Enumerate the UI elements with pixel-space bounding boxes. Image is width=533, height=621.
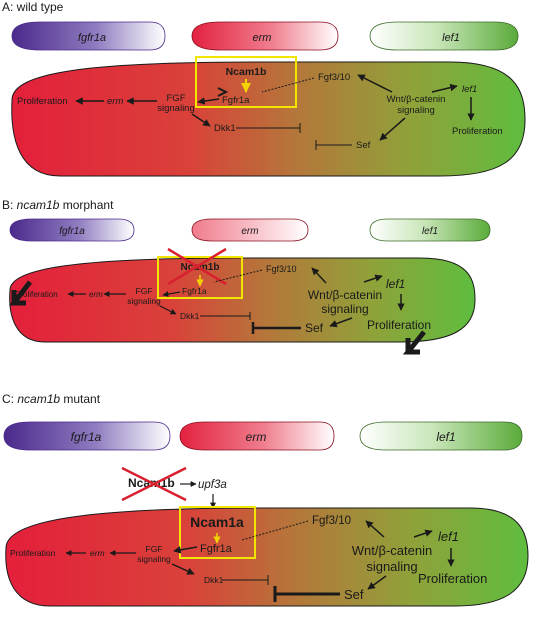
panel-c-arrow-wnt-fgf bbox=[365, 520, 385, 538]
panel-a-proliferation-left: Proliferation bbox=[17, 96, 68, 107]
panel-b-fgfr1a: Fgfr1a bbox=[182, 286, 207, 296]
panel-c-title: C: ncam1b mutant bbox=[2, 392, 101, 406]
erm-domain bbox=[179, 421, 335, 451]
panel-b-wnt-2: signaling bbox=[321, 302, 368, 316]
panel-b-arrow-fgf-dkk bbox=[159, 305, 177, 315]
panel-b-big-down-arrow-left bbox=[8, 280, 32, 306]
panel-a-ncam1b: Ncam1b bbox=[226, 66, 267, 78]
panel-a-arrow-fgfr-fgf bbox=[197, 97, 220, 105]
fgfr1a-domain-label: fgfr1a bbox=[59, 226, 85, 237]
panel-a-lef1: lef1 bbox=[462, 84, 477, 95]
panel-b-lef1: lef1 bbox=[386, 277, 405, 291]
panel-c-cross-stroke-2 bbox=[121, 466, 187, 502]
fgfr1a-domain bbox=[3, 421, 171, 451]
panel-b-primordium bbox=[9, 257, 476, 343]
lef1-domain bbox=[369, 218, 491, 242]
erm-domain bbox=[191, 21, 339, 51]
panel-b-wnt-1: Wnt/β-catenin bbox=[308, 288, 382, 302]
erm-domain-label: erm bbox=[246, 430, 267, 444]
panel-b-arrow-wnt-fgf bbox=[311, 267, 327, 284]
panel-b-proliferation-left: Proliferation bbox=[15, 290, 58, 299]
panel-c-wnt-2: signaling bbox=[366, 559, 417, 574]
panel-a-fgf-signaling-1: FGF bbox=[167, 93, 186, 104]
panel-a-fgf-signaling-2: signaling bbox=[157, 103, 195, 114]
panel-c-fgf3-10: Fgf3/10 bbox=[312, 515, 351, 527]
panel-c-ncam1a: Ncam1a bbox=[190, 514, 244, 530]
fgfr1a-domain bbox=[11, 21, 166, 51]
panel-c-arrow-wnt-lef bbox=[413, 529, 433, 538]
panel-c-proliferation-left: Proliferation bbox=[10, 548, 56, 558]
panel-a-proliferation-right: Proliferation bbox=[452, 126, 503, 137]
panel-a-arrow-wnt-sef bbox=[379, 117, 406, 141]
panel-b-erm: erm bbox=[89, 290, 103, 299]
panel-b-cross-stroke-2 bbox=[167, 247, 227, 286]
panel-c-fgf-signaling-1: FGF bbox=[146, 544, 163, 554]
panel-c-lef1: lef1 bbox=[438, 529, 459, 544]
panel-c-arrow-fgfr-fgf bbox=[173, 546, 198, 554]
lef1-domain-label: lef1 bbox=[436, 430, 455, 444]
fgfr1a-domain bbox=[9, 218, 135, 242]
panel-b-title: B: ncam1b morphant bbox=[2, 198, 114, 212]
panel-a-arrow-fgf-dkk bbox=[191, 113, 211, 127]
panel-b-fgf-signaling-1: FGF bbox=[136, 286, 153, 296]
lef1-domain-label: lef1 bbox=[422, 226, 438, 237]
panel-b: B: ncam1b morphant fgfr1a erm lef1 Ncam1… bbox=[2, 198, 491, 355]
fgfr1a-domain-label: fgfr1a bbox=[78, 32, 106, 44]
panel-c-arrow-fgf-dkk bbox=[171, 563, 195, 575]
panel-b-receptor-box bbox=[157, 256, 243, 299]
panel-c-arrow-wnt-sef bbox=[367, 575, 387, 590]
panel-c-sef: Sef bbox=[344, 587, 364, 602]
panel-b-fgf3-10: Fgf3/10 bbox=[266, 264, 297, 274]
panel-a-sef: Sef bbox=[356, 140, 371, 151]
panel-b-dkk1: Dkk1 bbox=[180, 311, 200, 321]
erm-domain-label: erm bbox=[253, 32, 272, 44]
panel-a-dkk1: Dkk1 bbox=[214, 123, 236, 134]
panel-a-arrow-wnt-lef bbox=[431, 83, 458, 93]
panel-c-primordium bbox=[5, 507, 529, 607]
panel-a-fgf3-10: Fgf3/10 bbox=[318, 72, 350, 83]
panel-b-expression-domains: fgfr1a erm lef1 bbox=[9, 218, 491, 242]
panel-a-erm: erm bbox=[107, 96, 123, 107]
panel-b-arrow-fgfr-fgf bbox=[162, 291, 181, 298]
lef1-domain-label: lef1 bbox=[442, 32, 460, 44]
panel-c-expression-domains: fgfr1a erm lef1 bbox=[3, 421, 523, 451]
panel-a-wnt-1: Wnt/β-catenin bbox=[387, 94, 446, 105]
panel-a-title: A: wild type bbox=[2, 0, 64, 14]
panel-b-proliferation-right: Proliferation bbox=[367, 318, 431, 332]
panel-c-wnt-1: Wnt/β-catenin bbox=[352, 543, 432, 558]
panel-c-erm: erm bbox=[90, 548, 105, 558]
panel-a-expression-domains: fgfr1a erm lef1 bbox=[11, 21, 519, 51]
lef1-domain bbox=[359, 421, 523, 451]
erm-domain-label: erm bbox=[241, 226, 258, 237]
erm-domain bbox=[191, 218, 309, 242]
lef1-domain bbox=[369, 21, 519, 51]
panel-a-fgfr1a: Fgfr1a bbox=[222, 95, 250, 106]
panel-b-big-down-arrow-right bbox=[402, 330, 426, 355]
panel-a-wnt-2: signaling bbox=[397, 105, 435, 116]
panel-a: A: wild type fgfr1a erm lef1 Ncam1b Fgfr… bbox=[2, 0, 526, 177]
panel-a-fgf-ligand-link bbox=[261, 77, 315, 93]
panel-c: C: ncam1b mutant fgfr1a erm lef1 Ncam1b … bbox=[2, 392, 529, 607]
panel-c-fgfr1a: Fgfr1a bbox=[200, 543, 233, 555]
panel-b-fgf-ligand-link bbox=[213, 269, 263, 283]
panel-b-fgf-signaling-2: signaling bbox=[127, 296, 161, 306]
fgfr1a-domain-label: fgfr1a bbox=[71, 430, 102, 444]
panel-b-arrow-wnt-lef bbox=[363, 274, 383, 283]
panel-c-upf3a: upf3a bbox=[198, 479, 227, 491]
panel-c-fgf-signaling-2: signaling bbox=[137, 554, 171, 564]
panel-a-receptor-mark bbox=[217, 87, 229, 97]
panel-c-proliferation-right: Proliferation bbox=[418, 571, 487, 586]
panel-a-primordium bbox=[11, 61, 526, 177]
panel-a-receptor-box bbox=[195, 56, 297, 108]
panel-c-fgf-ligand-link bbox=[241, 520, 309, 541]
panel-a-arrow-wnt-fgf bbox=[357, 74, 393, 93]
panel-c-receptor-box bbox=[179, 506, 256, 559]
panel-c-dkk1: Dkk1 bbox=[204, 575, 224, 585]
panel-b-sef: Sef bbox=[305, 321, 324, 335]
panel-b-arrow-wnt-sef bbox=[329, 317, 353, 328]
